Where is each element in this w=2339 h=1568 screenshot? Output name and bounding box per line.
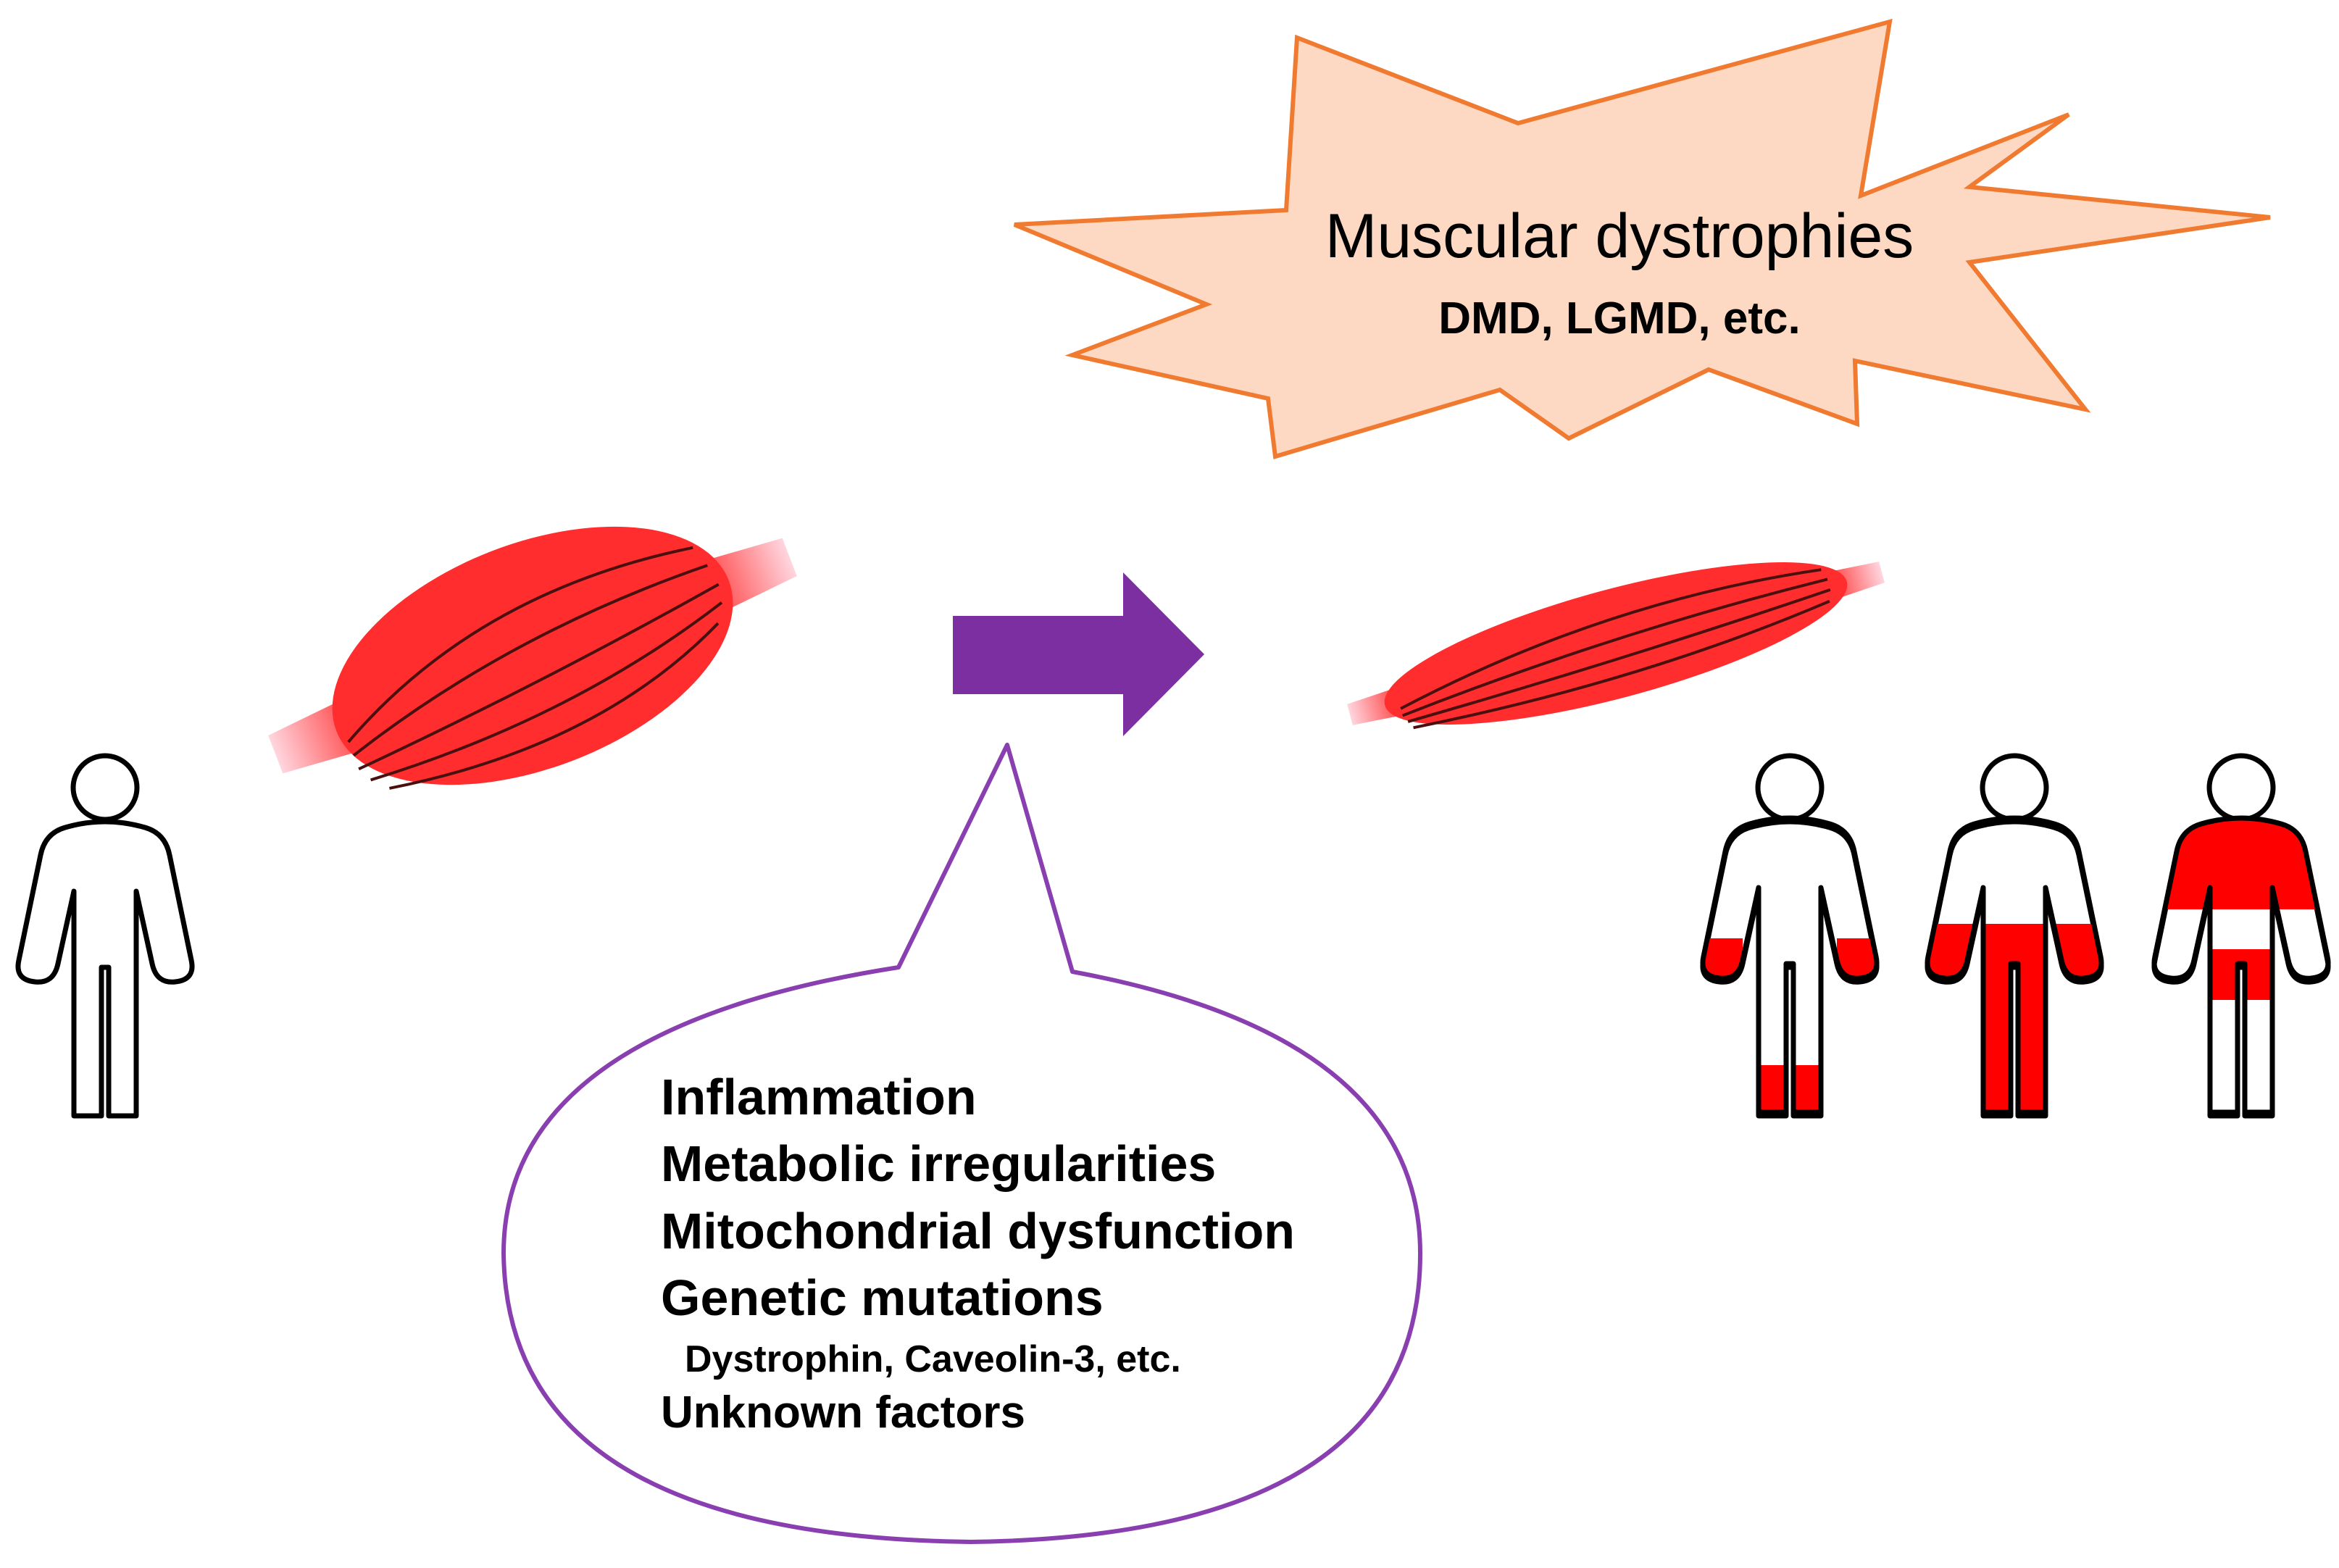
cause-genetic-examples: Dystrophin, Caveolin-3, etc. bbox=[685, 1338, 1181, 1380]
progression-arrow-icon bbox=[953, 572, 1204, 736]
affected-person-lower-icon bbox=[1924, 756, 2105, 1119]
muscular-dystrophies-burst: Muscular dystrophies DMD, LGMD, etc. bbox=[1013, 18, 2271, 459]
causes-speech-bubble: Inflammation Metabolic irregularities Mi… bbox=[501, 743, 1422, 1544]
burst-title: Muscular dystrophies bbox=[1325, 201, 1914, 271]
healthy-muscle-icon bbox=[268, 526, 797, 790]
cause-metabolic: Metabolic irregularities bbox=[661, 1135, 1216, 1192]
cause-inflammation: Inflammation bbox=[661, 1069, 977, 1125]
burst-subtitle: DMD, LGMD, etc. bbox=[1438, 293, 1800, 343]
affected-person-distal-icon bbox=[1699, 756, 1880, 1116]
cause-genetic: Genetic mutations bbox=[661, 1269, 1104, 1326]
cause-mitochondrial: Mitochondrial dysfunction bbox=[661, 1203, 1295, 1259]
cause-unknown: Unknown factors bbox=[661, 1388, 1025, 1438]
affected-person-proximal-icon bbox=[2151, 756, 2332, 1116]
atrophied-muscle-icon bbox=[1347, 562, 1885, 730]
healthy-person-icon bbox=[18, 756, 192, 1116]
